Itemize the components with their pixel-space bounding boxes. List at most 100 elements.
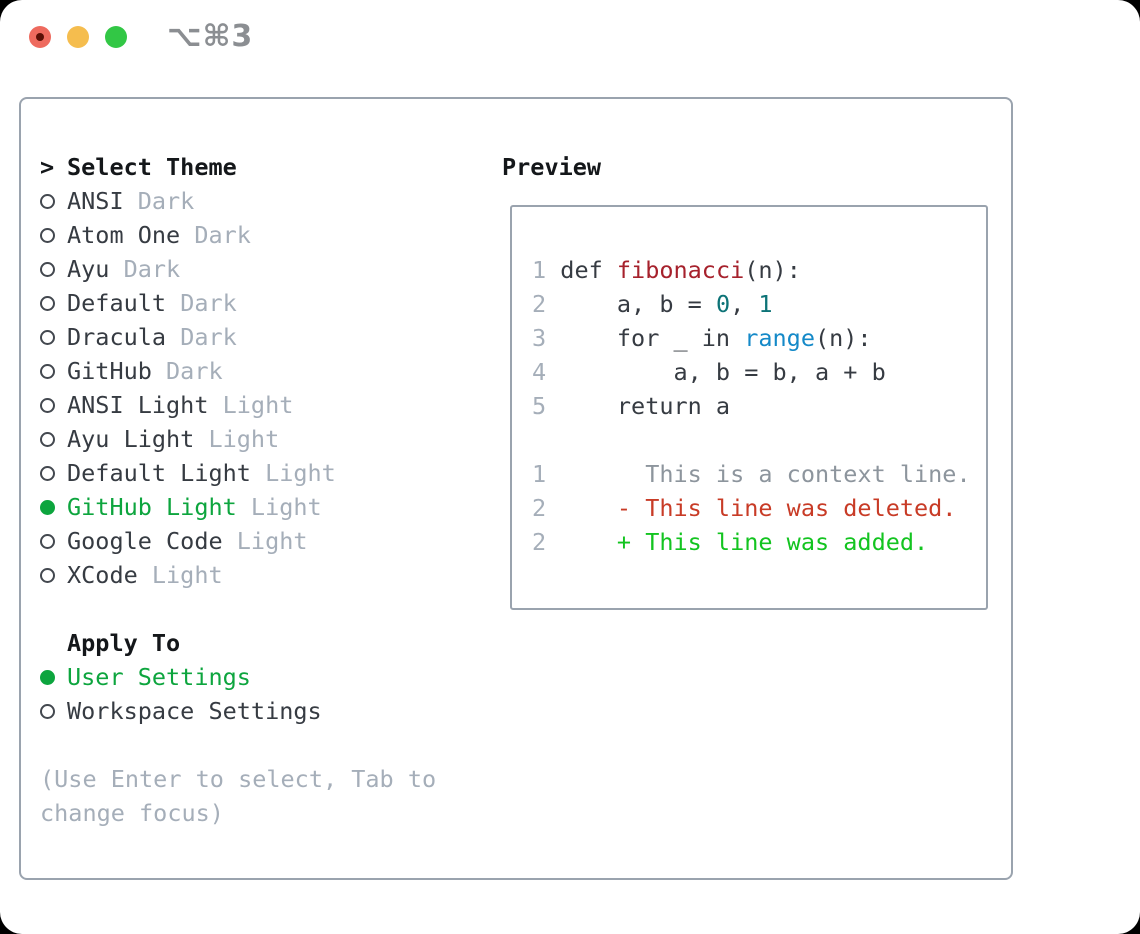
theme-option-default-light[interactable]: Default Light Light xyxy=(40,456,436,490)
theme-option-default-dark[interactable]: Default Dark xyxy=(40,286,436,320)
theme-picker-panel: > Select Theme ANSI Dark Atom One Dark A… xyxy=(19,97,1013,880)
theme-name: Google Code xyxy=(67,527,223,555)
theme-name: ANSI Light xyxy=(67,391,209,419)
theme-variant: Dark xyxy=(137,187,195,215)
theme-variant: Dark xyxy=(194,221,251,249)
theme-list-header: > Select Theme xyxy=(40,150,436,184)
theme-name: Atom One xyxy=(67,221,181,249)
theme-name: XCode xyxy=(67,561,138,589)
radio-icon xyxy=(40,533,55,549)
theme-name: Ayu Light xyxy=(67,425,195,453)
theme-list: > Select Theme ANSI Dark Atom One Dark A… xyxy=(40,150,436,830)
diff-deleted-line: 2 - This line was deleted. xyxy=(532,491,986,525)
radio-icon xyxy=(40,499,55,515)
theme-option-xcode[interactable]: XCode Light xyxy=(40,558,436,592)
theme-name: ANSI xyxy=(67,187,124,215)
theme-variant: Dark xyxy=(123,255,181,283)
theme-option-ansi-light[interactable]: ANSI Light Light xyxy=(40,388,436,422)
code-line: 1 def fibonacci(n): xyxy=(532,253,986,287)
code-segment: , xyxy=(730,290,759,318)
code-line: 3 for _ in range(n): xyxy=(532,321,986,355)
prompt-icon: > xyxy=(40,153,55,181)
radio-icon xyxy=(40,227,55,243)
theme-option-atom-one-dark[interactable]: Atom One Dark xyxy=(40,218,436,252)
code-line: 2 a, b = 0, 1 xyxy=(532,287,986,321)
radio-icon xyxy=(40,295,55,311)
radio-icon xyxy=(40,329,55,345)
code-segment: - This line was deleted. xyxy=(546,494,957,522)
theme-name: Dracula xyxy=(67,323,167,351)
zoom-button[interactable] xyxy=(105,26,127,48)
code-segment: range xyxy=(744,324,815,352)
code-segment: return a xyxy=(546,392,731,420)
code-segment: 0 xyxy=(715,290,731,318)
code-segment: 1 xyxy=(758,290,773,318)
theme-option-ayu-light[interactable]: Ayu Light Light xyxy=(40,422,436,456)
line-number: 4 xyxy=(532,358,547,386)
theme-option-dracula-dark[interactable]: Dracula Dark xyxy=(40,320,436,354)
apply-option-label: Workspace Settings xyxy=(67,697,322,725)
divider xyxy=(40,728,436,762)
divider xyxy=(40,592,436,626)
code-segment: a, b = xyxy=(546,290,716,318)
radio-icon xyxy=(40,431,55,447)
theme-variant: Dark xyxy=(166,357,223,385)
theme-variant: Light xyxy=(265,459,336,487)
apply-option-user-settings[interactable]: User Settings xyxy=(40,660,436,694)
preview-header: Preview xyxy=(502,150,988,184)
theme-variant: Light xyxy=(222,391,294,419)
code-segment: (n): xyxy=(814,324,872,352)
radio-icon xyxy=(40,465,55,481)
apply-option-label: User Settings xyxy=(67,663,251,691)
radio-icon xyxy=(40,261,55,277)
radio-icon xyxy=(40,363,55,379)
window-title: ⌥⌘3 xyxy=(167,19,254,54)
theme-variant: Light xyxy=(250,493,322,521)
radio-icon xyxy=(40,703,55,719)
theme-name: Default Light xyxy=(67,459,251,487)
theme-variant: Dark xyxy=(180,289,237,317)
theme-variant: Light xyxy=(236,527,308,555)
theme-option-ansi-dark[interactable]: ANSI Dark xyxy=(40,184,436,218)
preview-pane: Preview 1 def fibonacci(n): 2 a, b = 0, … xyxy=(502,150,988,610)
theme-name: GitHub xyxy=(67,357,152,385)
line-number: 2 xyxy=(532,528,547,556)
radio-icon xyxy=(40,669,55,685)
radio-icon xyxy=(40,567,55,583)
theme-option-google-code[interactable]: Google Code Light xyxy=(40,524,436,558)
radio-icon xyxy=(40,193,55,209)
code-line-blank xyxy=(532,423,986,457)
line-number: 5 xyxy=(532,392,547,420)
apply-option-workspace-settings[interactable]: Workspace Settings xyxy=(40,694,436,728)
keyboard-hint-line-2: change focus) xyxy=(40,799,224,827)
theme-name: Ayu xyxy=(67,255,110,283)
apply-to-header: Apply To xyxy=(40,626,436,660)
keyboard-hint-line-1: (Use Enter to select, Tab to xyxy=(40,765,437,793)
minimize-button[interactable] xyxy=(67,26,89,48)
code-preview-box: 1 def fibonacci(n): 2 a, b = 0, 1 3 for … xyxy=(510,205,988,610)
line-number: 1 xyxy=(532,256,547,284)
diff-context-line: 1 This is a context line. xyxy=(532,457,986,491)
theme-option-github-light[interactable]: GitHub Light Light xyxy=(40,490,436,524)
line-number: 3 xyxy=(532,324,547,352)
code-segment: fibonacci xyxy=(616,256,745,284)
line-number: 2 xyxy=(532,494,547,522)
radio-icon xyxy=(40,397,55,413)
theme-variant: Light xyxy=(208,425,280,453)
theme-variant: Light xyxy=(151,561,223,589)
apply-to-title: Apply To xyxy=(67,629,181,657)
code-segment: This is a context line. xyxy=(546,460,971,488)
theme-option-ayu-dark[interactable]: Ayu Dark xyxy=(40,252,436,286)
line-number: 1 xyxy=(532,460,547,488)
diff-added-line: 2 + This line was added. xyxy=(532,525,986,559)
theme-option-github-dark[interactable]: GitHub Dark xyxy=(40,354,436,388)
code-segment: + This line was added. xyxy=(546,528,929,556)
line-number: 2 xyxy=(532,290,547,318)
code-line: 4 a, b = b, a + b xyxy=(532,355,986,389)
code-segment: def xyxy=(546,256,617,284)
close-button[interactable] xyxy=(29,26,51,48)
code-segment: (n): xyxy=(744,256,801,284)
code-segment: for _ in xyxy=(546,324,745,352)
theme-variant: Dark xyxy=(180,323,237,351)
